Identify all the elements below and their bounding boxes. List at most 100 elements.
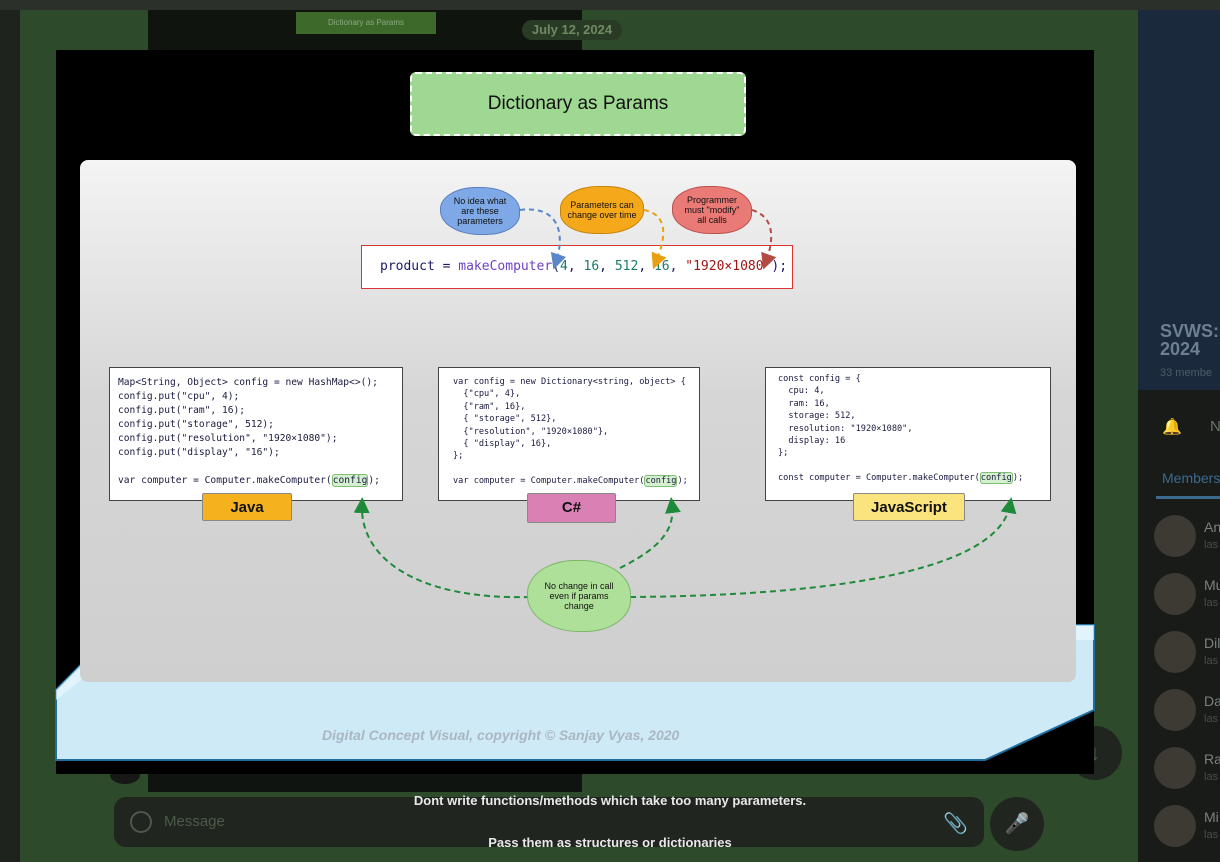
member-status: las <box>1204 597 1219 609</box>
list-item[interactable]: Ra las <box>1154 747 1220 797</box>
code-punct: ); <box>771 259 788 274</box>
code-line: }; <box>453 451 464 462</box>
list-item[interactable]: Da las <box>1154 689 1220 739</box>
code-line: config.put("cpu", 4); <box>118 391 240 402</box>
code-punct: ); <box>677 476 688 487</box>
code-line: }; <box>778 448 789 459</box>
member-name: Da <box>1204 693 1220 709</box>
avatar <box>1154 573 1196 615</box>
avatar <box>1154 805 1196 847</box>
arg-display: 16 <box>653 259 670 274</box>
microphone-button[interactable]: 🎤 <box>990 797 1044 851</box>
code-text: var computer = Computer.makeComputer( <box>118 475 332 486</box>
avatar <box>1154 515 1196 557</box>
slide-watermark: Digital Concept Visual, copyright © Sanj… <box>322 727 680 743</box>
member-status: las <box>1204 771 1219 783</box>
bell-icon[interactable]: 🔔 <box>1162 419 1182 436</box>
code-line: { "storage", 512}, <box>453 414 557 425</box>
arg-ram: 16 <box>583 259 600 274</box>
code-line: {"cpu", 4}, <box>453 389 521 400</box>
emoji-icon[interactable] <box>130 811 152 833</box>
member-name: Ra <box>1204 751 1220 767</box>
group-name: SVWS: 2024 <box>1160 321 1220 359</box>
code-line: Map<String, Object> config = new HashMap… <box>118 377 378 388</box>
java-label: Java <box>202 493 292 521</box>
top-bar <box>0 0 1220 10</box>
member-name: An <box>1204 519 1220 535</box>
next-message[interactable] <box>148 774 582 792</box>
cloud-note-no-change: No change in call even if params change <box>527 560 631 632</box>
arg-resolution: "1920×1080" <box>685 259 772 274</box>
config-highlight: config <box>979 472 1013 485</box>
attach-icon[interactable]: 📎 <box>943 813 968 835</box>
config-highlight: config <box>331 474 369 487</box>
member-status: las <box>1204 655 1219 667</box>
message-composer[interactable]: Message 📎 <box>114 797 984 847</box>
slide-title: Dictionary as Params <box>410 72 746 136</box>
function-name: makeComputer <box>458 259 553 274</box>
date-separator: July 12, 2024 <box>522 20 622 40</box>
avatar <box>1154 689 1196 731</box>
code-line: config.put("storage", 512); <box>118 419 274 430</box>
product-call-code: product = makeComputer(4, 16, 512, 16, "… <box>361 245 793 289</box>
code-line: config.put("ram", 16); <box>118 405 246 416</box>
javascript-code-block: const config = { cpu: 4, ram: 16, storag… <box>765 367 1051 501</box>
code-text: product = <box>380 259 459 274</box>
java-code-block: Map<String, Object> config = new HashMap… <box>109 367 403 501</box>
code-line: display: 16 <box>778 436 846 447</box>
list-item[interactable]: Dil las <box>1154 631 1220 681</box>
code-line: {"resolution", "1920×1080"}, <box>453 426 609 437</box>
avatar <box>1154 631 1196 673</box>
code-line: const computer = Computer.makeComputer(c… <box>778 472 1038 485</box>
member-name: Dil <box>1204 635 1220 651</box>
code-line: ​ <box>118 460 394 474</box>
list-item[interactable]: An las <box>1154 515 1220 565</box>
code-line: { "display", 16}, <box>453 439 552 450</box>
code-line: ​ <box>778 460 1038 472</box>
code-text: const computer = Computer.makeComputer( <box>778 473 980 484</box>
code-line: config.put("display", "16"); <box>118 447 280 458</box>
cloud-note-unknown-params: No idea what are these parameters <box>440 187 520 235</box>
group-avatar-banner <box>1138 10 1220 390</box>
message-input[interactable]: Message <box>164 813 225 830</box>
arg-cpu: 4 <box>560 259 568 274</box>
group-member-count: 33 membe <box>1160 367 1212 379</box>
media-caption-line-1: Dont write functions/methods which take … <box>413 793 807 808</box>
code-line: storage: 512, <box>778 411 856 422</box>
list-item[interactable]: Mu las <box>1154 573 1220 623</box>
csharp-code-block: var config = new Dictionary<string, obje… <box>438 367 700 501</box>
notifications-label[interactable]: N <box>1210 418 1220 435</box>
avatar <box>1154 747 1196 789</box>
tab-members[interactable]: Members <box>1162 470 1220 486</box>
csharp-label: C# <box>527 493 616 523</box>
member-status: las <box>1204 539 1219 551</box>
left-panel-edge <box>0 10 20 862</box>
previous-message-thumbnail-title: Dictionary as Params <box>296 12 436 34</box>
member-name: Mu <box>1204 577 1220 593</box>
javascript-label: JavaScript <box>853 493 965 521</box>
member-status: las <box>1204 829 1219 841</box>
cloud-note-modify-calls: Programmer must "modify" all calls <box>672 186 752 234</box>
code-punct: ); <box>368 475 380 486</box>
cloud-note-params-change: Parameters can change over time <box>560 186 644 234</box>
code-text: var computer = Computer.makeComputer( <box>453 476 645 487</box>
tab-members-indicator <box>1156 496 1220 499</box>
code-line: {"ram", 16}, <box>453 401 526 412</box>
config-highlight: config <box>644 475 678 488</box>
code-punct: ( <box>552 259 561 274</box>
code-punct: ); <box>1012 473 1024 484</box>
code-line: var config = new Dictionary<string, obje… <box>453 377 686 387</box>
code-line: var computer = Computer.makeComputer(con… <box>118 474 394 488</box>
code-line: const config = { <box>778 374 861 384</box>
code-line: ram: 16, <box>778 398 830 409</box>
media-caption-line-2: Pass them as structures or dictionaries <box>488 835 732 850</box>
code-line: var computer = Computer.makeComputer(con… <box>453 475 688 488</box>
code-line: ​ <box>453 463 685 475</box>
code-line: config.put("resolution", "1920×1080"); <box>118 433 338 444</box>
code-line: resolution: "1920×1080", <box>778 423 913 434</box>
list-item[interactable]: Mi las <box>1154 805 1220 855</box>
arg-storage: 512 <box>614 259 639 274</box>
member-name: Mi <box>1204 809 1219 825</box>
member-status: las <box>1204 713 1219 725</box>
code-line: cpu: 4, <box>778 386 825 397</box>
